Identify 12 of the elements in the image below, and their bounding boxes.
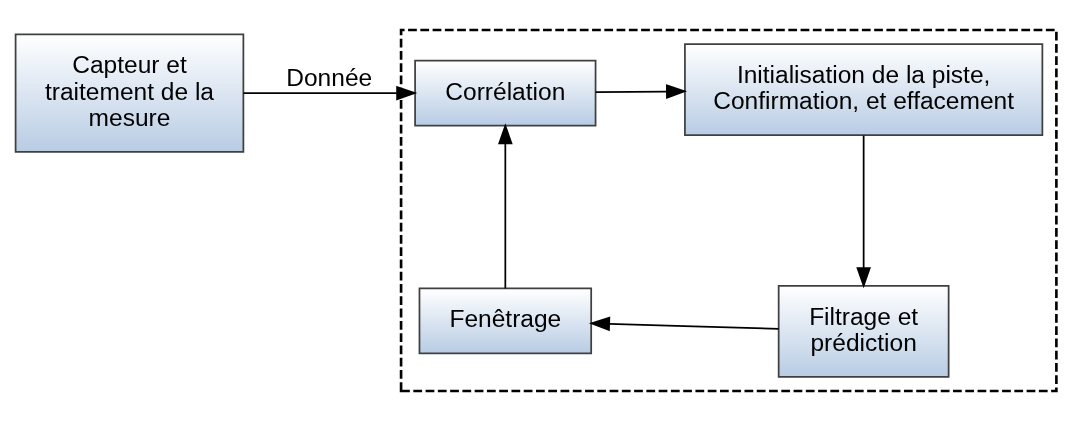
- node-box: Capteur et traitement de la mesure: [14, 33, 245, 153]
- arrow: [856, 134, 871, 289]
- node-box: Initialisation de la piste, Confirmation, et effacement: [684, 43, 1044, 137]
- arrow: [594, 84, 688, 99]
- node-box: Fenêtrage: [418, 287, 593, 355]
- edge-label: Donnée: [286, 64, 373, 92]
- cluster: [399, 28, 1058, 393]
- node-box: Filtrage et prédiction: [777, 284, 950, 378]
- arrow: [497, 123, 513, 290]
- arrow: [242, 85, 418, 101]
- node-box: Corrélation: [414, 59, 597, 127]
- arrow: [588, 316, 780, 332]
